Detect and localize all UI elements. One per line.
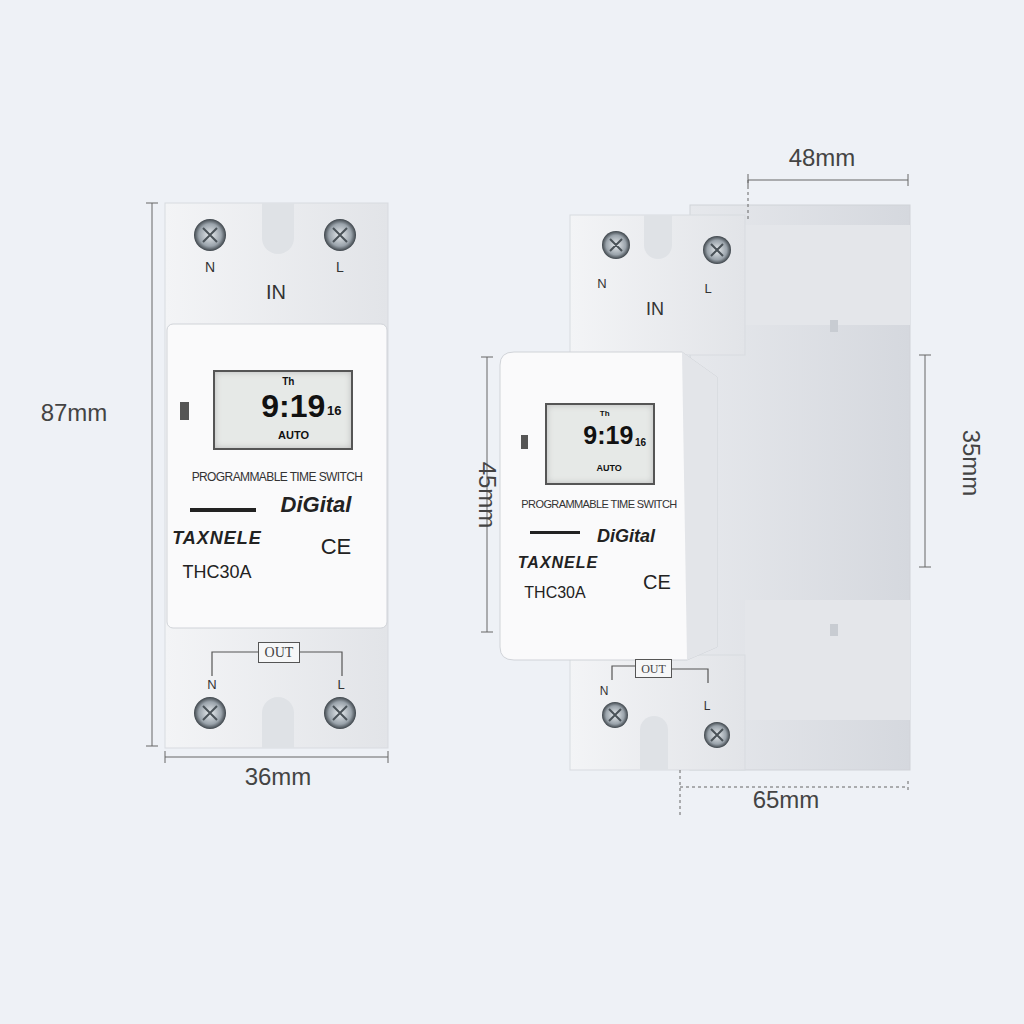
mode: AUTO [597,464,622,473]
product-type: PROGRAMMABLE TIME SWITCH [192,471,363,483]
terminal-group: IN [646,300,664,318]
terminal-name: L [337,678,344,691]
ce-mark: CE [643,572,671,592]
clock-time: 9:19 [583,423,633,448]
product-type: PROGRAMMABLE TIME SWITCH [521,499,676,510]
weekday: Th [600,410,610,418]
terminal-name: N [205,260,215,274]
dimension: 36mm [245,765,312,789]
output-label: OUT [641,663,666,675]
front-view [165,203,388,748]
dimension-lines [146,174,931,815]
terminal-name: L [336,260,344,274]
mode: AUTO [278,430,309,441]
terminal-name: L [704,700,711,712]
perspective-view [500,205,910,770]
clock-time: 9:19 [261,390,325,422]
terminal-name: N [600,685,609,697]
brand-line: DiGital [281,494,352,516]
terminal-name: N [207,678,216,691]
seconds: 16 [635,438,646,448]
terminal-name: N [597,277,606,290]
output-label: OUT [265,646,294,660]
brand-name: TAXNELE [518,555,598,571]
weekday: Th [282,377,294,387]
output-box: OUT [635,659,672,678]
output-box: OUT [258,642,300,663]
lcd-display: Th 9:1916AUTO [213,370,353,450]
brand-name: TAXNELE [172,529,262,547]
ce-mark: CE [321,536,352,558]
model-number: THC30A [182,563,251,581]
seconds: 16 [327,404,341,417]
dimension: 35mm [959,430,983,497]
model-number: THC30A [524,585,585,601]
brand-line: DiGital [597,527,655,545]
terminal-name: L [704,282,711,295]
dimension: 48mm [789,146,856,170]
lcd-display: Th 9:1916AUTO [545,403,655,485]
dimension: 45mm [475,462,499,529]
terminal-group: IN [266,282,286,302]
dimension: 65mm [753,788,820,812]
dimension: 87mm [41,401,108,425]
